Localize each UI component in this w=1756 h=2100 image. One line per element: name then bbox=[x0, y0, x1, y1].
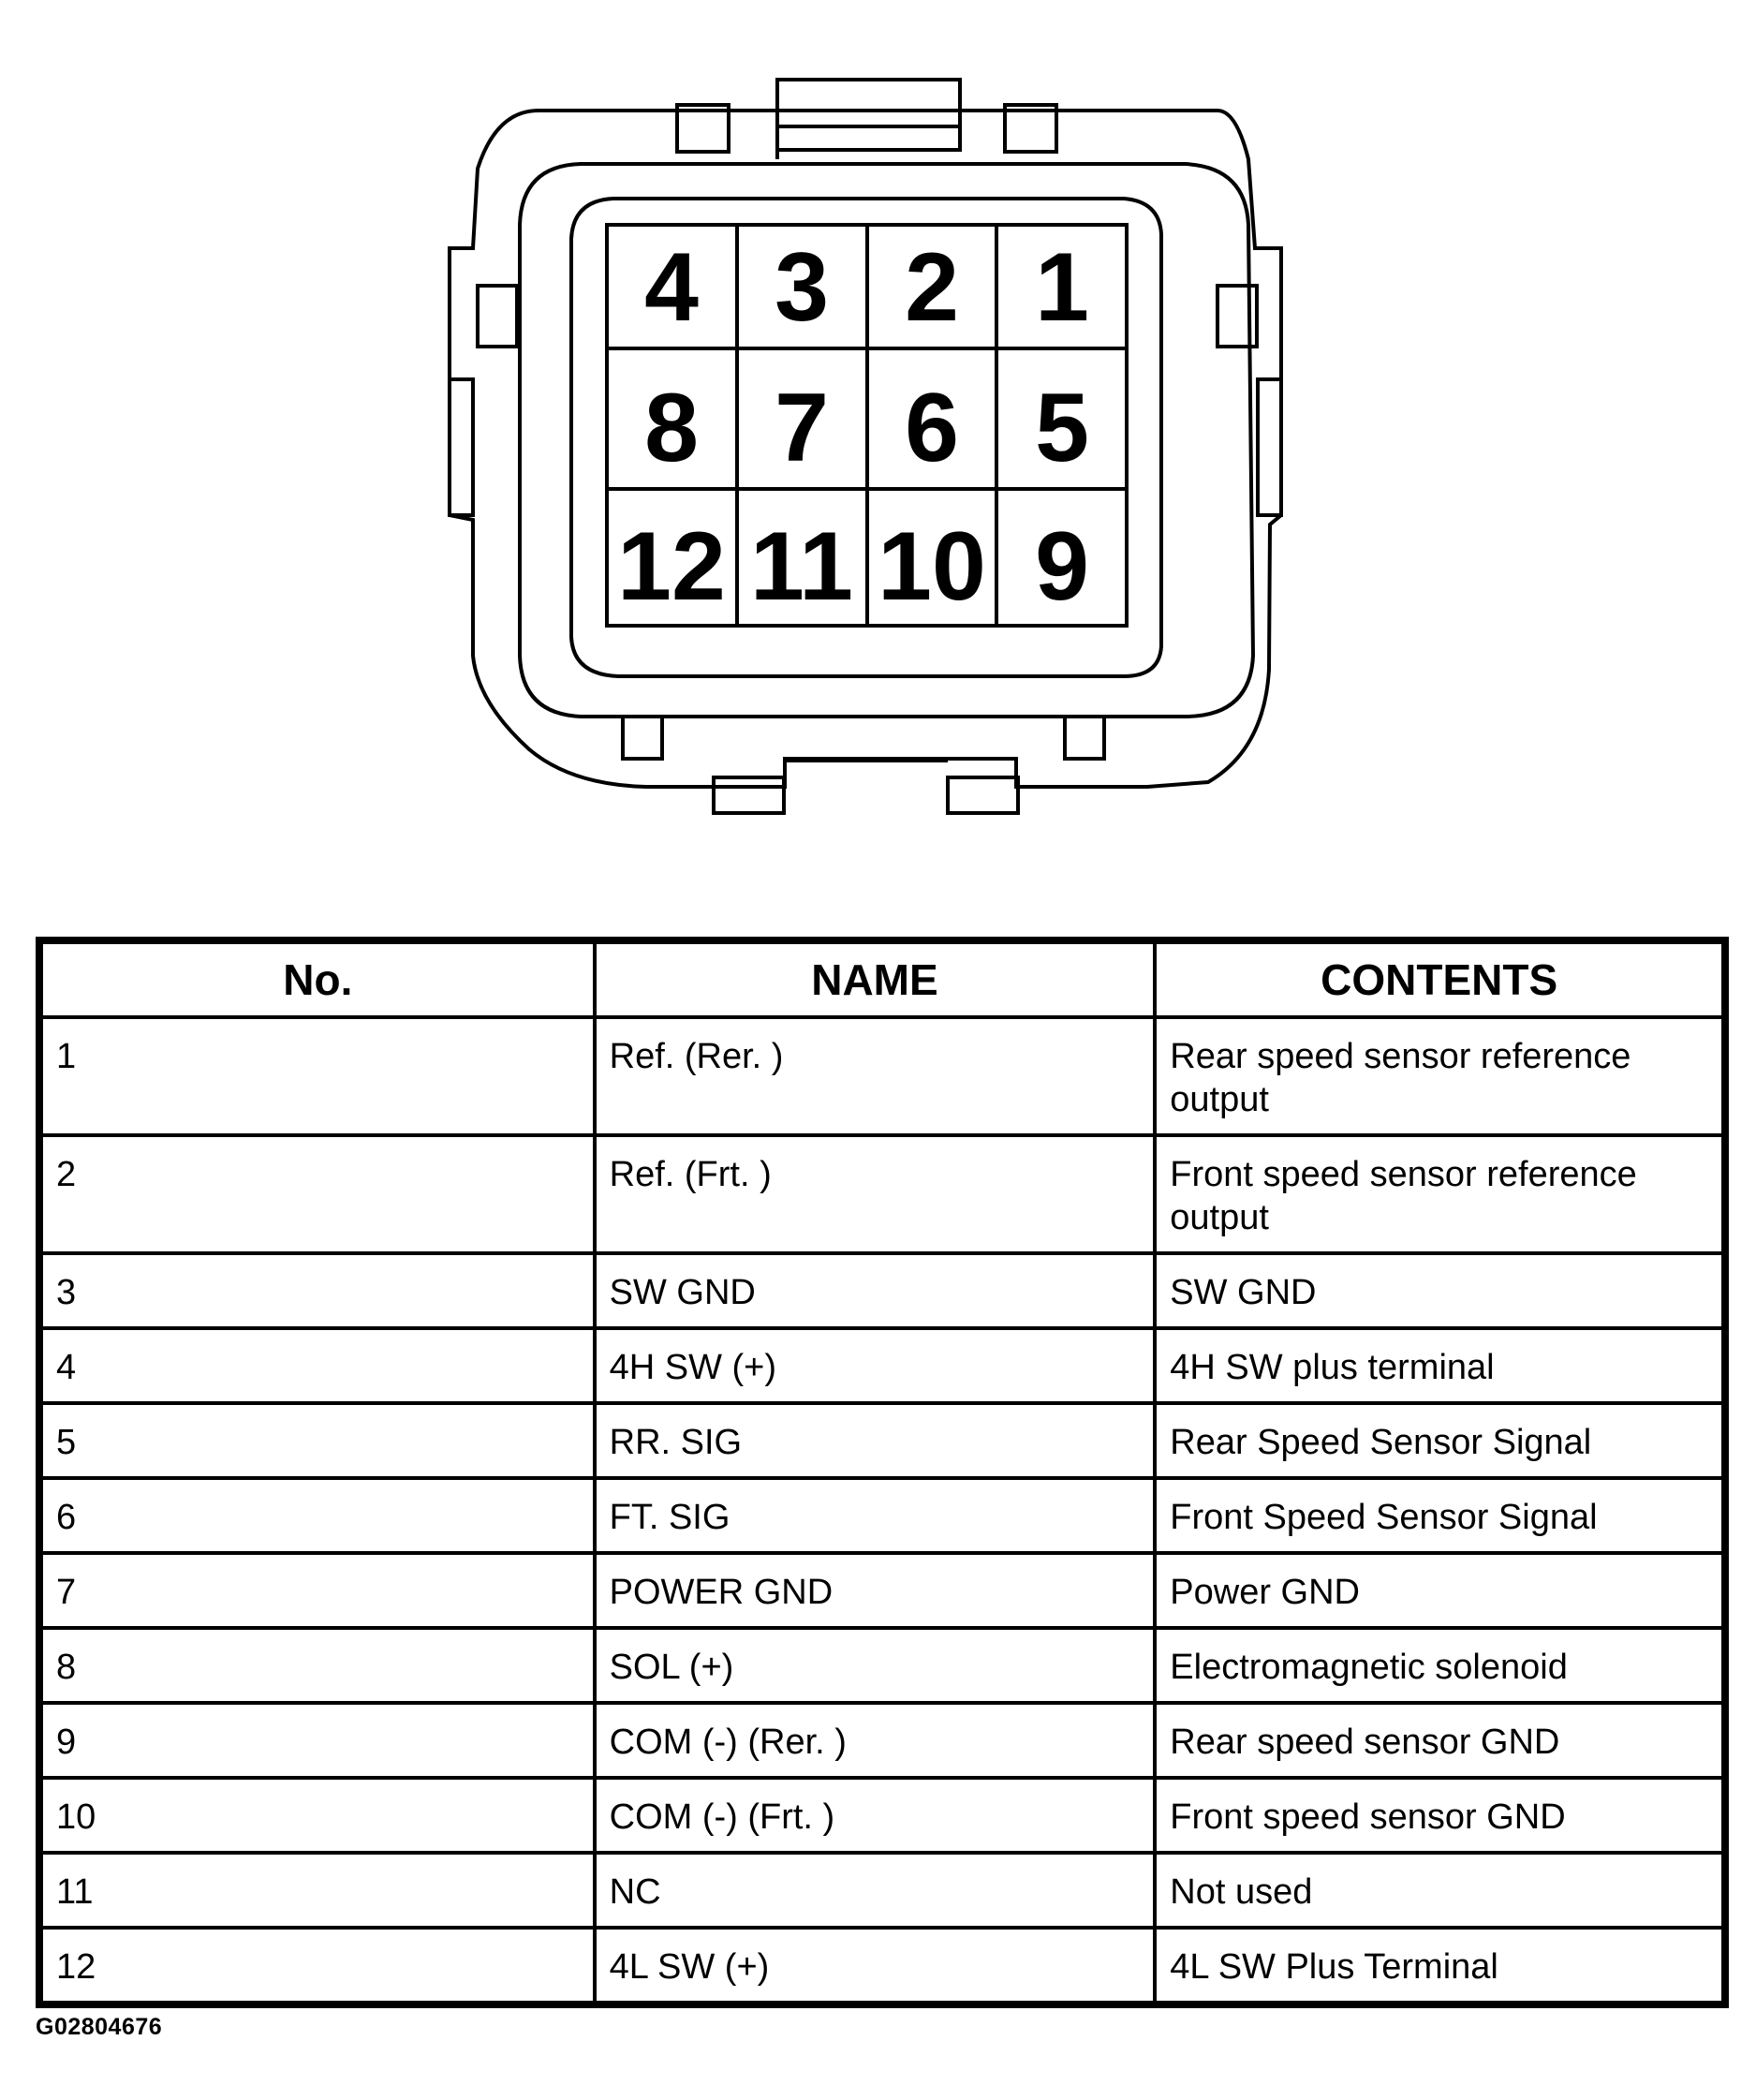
pin-label: 1 bbox=[1035, 233, 1089, 342]
pin-label: 2 bbox=[905, 233, 959, 342]
pin-number-cell: 6 bbox=[37, 1476, 597, 1555]
connector-inner-cavity bbox=[569, 197, 1163, 678]
connector-middle-housing bbox=[518, 162, 1256, 718]
pin-number-cell: 9 bbox=[37, 1701, 597, 1780]
pin-name-cell: NC bbox=[592, 1851, 1158, 1930]
table-header-row: No. NAME CONTENTS bbox=[37, 939, 1727, 1019]
pin-name-cell: POWER GND bbox=[592, 1551, 1158, 1630]
pin-name-cell: Ref. (Frt. ) bbox=[592, 1133, 1158, 1255]
pin-name-cell: RR. SIG bbox=[592, 1401, 1158, 1480]
connector-outer-housing bbox=[448, 109, 1283, 789]
top-tab-left bbox=[675, 103, 730, 154]
pin-number-cell: 5 bbox=[37, 1401, 597, 1480]
top-latch bbox=[775, 78, 962, 152]
pin-label: 5 bbox=[1035, 374, 1089, 482]
header-contents: CONTENTS bbox=[1153, 939, 1727, 1019]
pin-number-cell: 7 bbox=[37, 1551, 597, 1630]
pin-contents-cell: Electromagnetic solenoid bbox=[1153, 1626, 1727, 1705]
pin-contents-cell: Front speed sensor reference output bbox=[1153, 1133, 1727, 1255]
side-tab-right-upper bbox=[1216, 284, 1259, 348]
pin-number-cell: 1 bbox=[37, 1015, 597, 1137]
bottom-tab-left bbox=[621, 715, 664, 761]
pin-contents-cell: Rear speed sensor GND bbox=[1153, 1701, 1727, 1780]
pin-number-cell: 11 bbox=[37, 1851, 597, 1930]
pin-contents-cell: Rear Speed Sensor Signal bbox=[1153, 1401, 1727, 1480]
pin-name-cell: COM (-) (Rer. ) bbox=[592, 1701, 1158, 1780]
header-no: No. bbox=[37, 939, 597, 1019]
pin-number-cell: 12 bbox=[37, 1926, 597, 2006]
pin-name-cell: SW GND bbox=[592, 1251, 1158, 1330]
pin-label: 6 bbox=[905, 374, 959, 482]
pin-label: 9 bbox=[1035, 512, 1089, 621]
pin-label: 7 bbox=[775, 374, 829, 482]
side-tab-left-upper bbox=[476, 284, 519, 348]
header-name: NAME bbox=[592, 939, 1158, 1019]
pin-name-cell: COM (-) (Frt. ) bbox=[592, 1776, 1158, 1855]
pin-name-cell: SOL (+) bbox=[592, 1626, 1158, 1705]
pin-contents-cell: SW GND bbox=[1153, 1251, 1727, 1330]
pin-contents-cell: Not used bbox=[1153, 1851, 1727, 1930]
pin-label: 8 bbox=[644, 374, 699, 482]
pin-contents-cell: Power GND bbox=[1153, 1551, 1727, 1630]
pin-number-cell: 3 bbox=[37, 1251, 597, 1330]
figure-code: G02804676 bbox=[36, 2014, 163, 2040]
pin-contents-cell: Front Speed Sensor Signal bbox=[1153, 1476, 1727, 1555]
pin-number-cell: 2 bbox=[37, 1133, 597, 1255]
bottom-tab-right bbox=[1063, 715, 1106, 761]
pin-label: 12 bbox=[617, 512, 726, 621]
pin-contents-cell: Front speed sensor GND bbox=[1153, 1776, 1727, 1855]
pin-number-cell: 10 bbox=[37, 1776, 597, 1855]
side-tab-right-lower bbox=[1256, 377, 1283, 517]
pin-label: 4 bbox=[644, 233, 699, 342]
pin-label: 3 bbox=[775, 233, 829, 342]
top-tab-right bbox=[1003, 103, 1058, 154]
pin-contents-cell: 4H SW plus terminal bbox=[1153, 1326, 1727, 1405]
pin-number-cell: 4 bbox=[37, 1326, 597, 1405]
pin-contents-cell: Rear speed sensor reference output bbox=[1153, 1015, 1727, 1137]
pin-contents-cell: 4L SW Plus Terminal bbox=[1153, 1926, 1727, 2006]
pin-name-cell: Ref. (Rer. ) bbox=[592, 1015, 1158, 1137]
bottom-latch-left bbox=[712, 776, 786, 815]
pin-name-cell: 4L SW (+) bbox=[592, 1926, 1158, 2006]
pin-label: 10 bbox=[878, 512, 986, 621]
pin-name-cell: FT. SIG bbox=[592, 1476, 1158, 1555]
bottom-latch-right bbox=[946, 776, 1020, 815]
side-tab-left-lower bbox=[448, 377, 475, 517]
pin-number-cell: 8 bbox=[37, 1626, 597, 1705]
pin-label: 11 bbox=[750, 512, 853, 621]
pin-name-cell: 4H SW (+) bbox=[592, 1326, 1158, 1405]
